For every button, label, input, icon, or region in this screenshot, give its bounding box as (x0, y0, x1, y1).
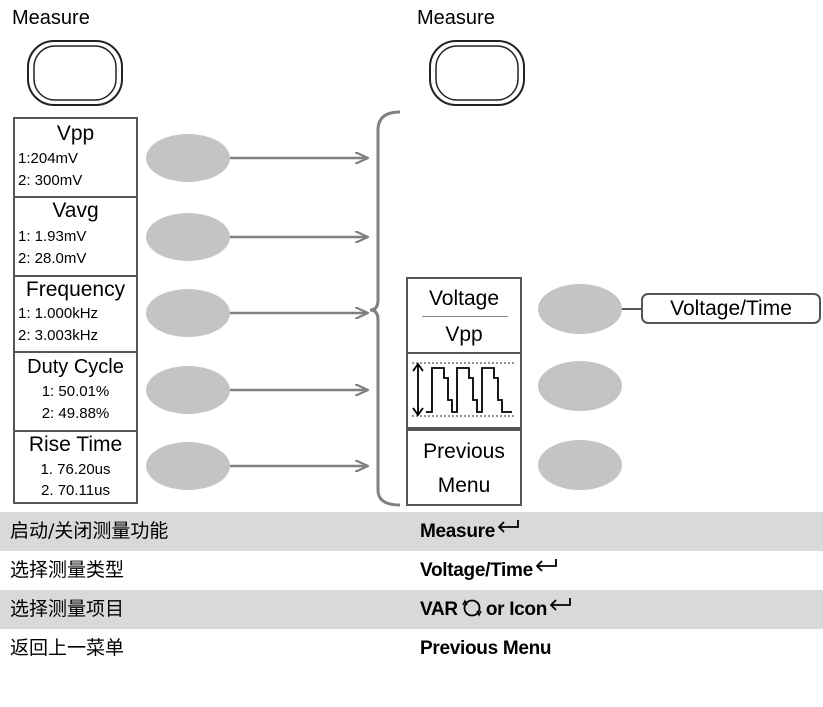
menu-item-duty-cycle[interactable]: Duty Cycle 1: 50.01% 2: 49.88% (15, 353, 136, 432)
soft-key-icon[interactable] (538, 361, 622, 411)
bracket (369, 110, 401, 507)
row-action: Voltage/Time (420, 551, 557, 590)
soft-key-3[interactable] (146, 289, 230, 337)
right-measure-key[interactable] (427, 38, 527, 108)
table-row: 选择测量类型 Voltage/Time (0, 551, 823, 590)
var-knob-icon (462, 599, 482, 617)
measurement-menu: Vpp 1:204mV 2: 300mV Vavg 1: 1.93mV 2: 2… (13, 117, 138, 504)
previous-menu-item[interactable]: Previous Menu (406, 429, 522, 506)
soft-key-2[interactable] (146, 213, 230, 261)
soft-key-4[interactable] (146, 366, 230, 414)
menu-item-rise-time[interactable]: Rise Time 1. 76.20us 2. 70.11us (15, 432, 136, 504)
enter-icon (549, 598, 571, 611)
menu-label: Menu (437, 474, 491, 497)
table-row: 选择测量项目 VAR or Icon (0, 590, 823, 629)
enter-icon (497, 520, 519, 533)
row-action-text: Measure (420, 521, 495, 542)
label-divider (422, 316, 508, 317)
menu-item-ch2: 2: 300mV (18, 172, 83, 189)
voltage-time-menu-item[interactable]: Voltage Vpp (406, 277, 522, 354)
table-row: 启动/关闭测量功能 Measure (0, 512, 823, 551)
row-action-text: Voltage/Time (420, 560, 533, 581)
menu-item-ch1: 1: 50.01% (41, 383, 110, 400)
voltage-label: Voltage (428, 287, 500, 310)
menu-item-vpp[interactable]: Vpp 1:204mV 2: 300mV (15, 119, 136, 198)
row-description: 选择测量项目 (10, 598, 125, 620)
row-action: Previous Menu (420, 638, 552, 659)
soft-key-5[interactable] (146, 442, 230, 490)
menu-item-ch1: 1: 1.000kHz (18, 305, 99, 322)
menu-item-ch1: 1. 76.20us (40, 461, 111, 478)
row-description: 选择测量类型 (10, 559, 125, 581)
menu-item-ch2: 2: 49.88% (41, 405, 110, 422)
menu-item-ch2: 2: 3.003kHz (18, 327, 99, 344)
menu-item-title: Vpp (56, 122, 95, 145)
menu-item-ch1: 1: 1.93mV (18, 228, 87, 245)
soft-key-previous[interactable] (538, 440, 622, 490)
row-action: Measure (420, 512, 519, 551)
row-description: 返回上一菜单 (10, 637, 125, 659)
icon-menu-item[interactable] (406, 354, 522, 429)
menu-item-frequency[interactable]: Frequency 1: 1.000kHz 2: 3.003kHz (15, 277, 136, 353)
soft-key-voltage-time[interactable] (538, 284, 622, 334)
soft-key-1[interactable] (146, 134, 230, 182)
row-action-prefix: VAR (420, 599, 458, 620)
table-row: 返回上一菜单 Previous Menu (0, 629, 823, 668)
left-measure-key[interactable] (25, 38, 125, 108)
voltage-time-callout: Voltage/Time (641, 293, 821, 324)
row-description: 启动/关闭测量功能 (10, 520, 169, 542)
left-measure-title: Measure (12, 7, 90, 29)
vpp-label: Vpp (445, 323, 483, 346)
menu-item-title: Vavg (52, 199, 99, 222)
row-action: VAR or Icon (420, 590, 571, 629)
enter-icon (535, 559, 557, 572)
menu-item-title: Frequency (25, 278, 126, 301)
menu-item-vavg[interactable]: Vavg 1: 1.93mV 2: 28.0mV (15, 198, 136, 277)
row-action-suffix: or Icon (485, 599, 548, 620)
right-measure-title: Measure (417, 7, 495, 29)
menu-item-ch2: 2: 28.0mV (18, 250, 87, 267)
menu-item-ch1: 1:204mV (18, 150, 79, 167)
previous-label: Previous (423, 440, 505, 463)
menu-item-ch2: 2. 70.11us (41, 482, 110, 499)
menu-item-title: Duty Cycle (27, 356, 124, 378)
waveform-icon (412, 362, 516, 417)
menu-item-title: Rise Time (28, 433, 123, 456)
